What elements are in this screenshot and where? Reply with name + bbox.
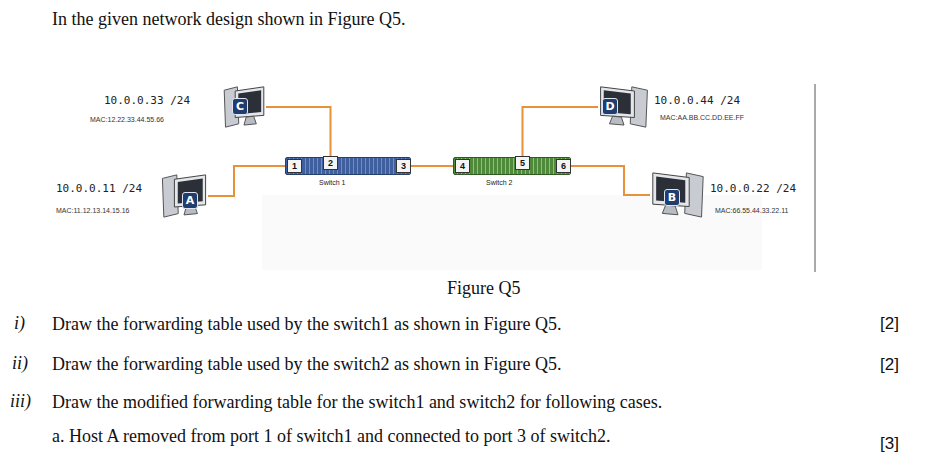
mac-address: MAC:AA.BB.CC.DD.EE.FF: [660, 114, 744, 121]
question-text: a. Host A removed from port 1 of switch1…: [52, 426, 610, 447]
port-number: 1: [287, 159, 302, 173]
port-label: 2: [328, 158, 333, 168]
host-badge: C: [232, 98, 248, 115]
question-number: i): [14, 313, 25, 334]
question-number: iii): [10, 391, 31, 412]
port-label: 3: [401, 161, 406, 171]
ip-address: 10.0.0.22 /24: [710, 182, 796, 195]
port-label: 4: [460, 161, 465, 171]
network-cable: [411, 165, 455, 167]
network-cable: [208, 166, 287, 196]
switch-label: Switch 2: [486, 179, 512, 186]
switch-body: [453, 157, 571, 175]
port-number: 4: [455, 159, 470, 173]
port-number: 6: [556, 159, 571, 173]
port-label: 6: [561, 161, 566, 171]
network-cable: [523, 107, 599, 156]
host-badge: B: [664, 189, 680, 206]
port-label: 1: [292, 161, 297, 171]
host-computer: C: [222, 86, 266, 128]
ip-address: 10.0.0.33 /24: [104, 94, 190, 107]
question-number: ii): [12, 353, 28, 374]
network-cable: [571, 166, 650, 195]
question-text: Draw the forwarding table used by the sw…: [52, 354, 561, 375]
question-text: Draw the modified forwarding table for t…: [52, 392, 662, 413]
mac-address: MAC:66.55.44.33.22.11: [715, 207, 788, 214]
port-number: 5: [515, 156, 530, 170]
question-text: Draw the forwarding table used by the sw…: [52, 314, 561, 335]
port-number: 3: [396, 159, 411, 173]
port-number: 2: [323, 156, 338, 170]
port-label: 5: [520, 158, 525, 168]
ip-address: 10.0.0.11 /24: [56, 182, 142, 195]
network-switch: Switch 2 4 5 6: [453, 157, 571, 189]
marks: [2]: [880, 314, 899, 334]
marks: [2]: [880, 355, 899, 375]
mac-address: MAC:12.22.33.44.55.66: [90, 116, 164, 123]
host-computer: B: [650, 172, 706, 218]
network-switch: Switch 1 1 2 3: [285, 157, 411, 189]
host-badge: A: [182, 192, 198, 209]
marks: [3]: [880, 434, 899, 454]
host-computer: A: [160, 174, 208, 218]
question-intro: In the given network design shown in Fig…: [52, 9, 405, 30]
host-computer: D: [598, 86, 650, 128]
host-badge: D: [602, 98, 618, 115]
switch-body: [285, 157, 411, 175]
network-cable: [266, 107, 331, 156]
frame-line: [815, 84, 816, 272]
mac-address: MAC:11.12.13.14.15.16: [56, 207, 129, 214]
figure-caption: Figure Q5: [447, 278, 521, 299]
switch-label: Switch 1: [319, 179, 345, 186]
ip-address: 10.0.0.44 /24: [654, 94, 740, 107]
